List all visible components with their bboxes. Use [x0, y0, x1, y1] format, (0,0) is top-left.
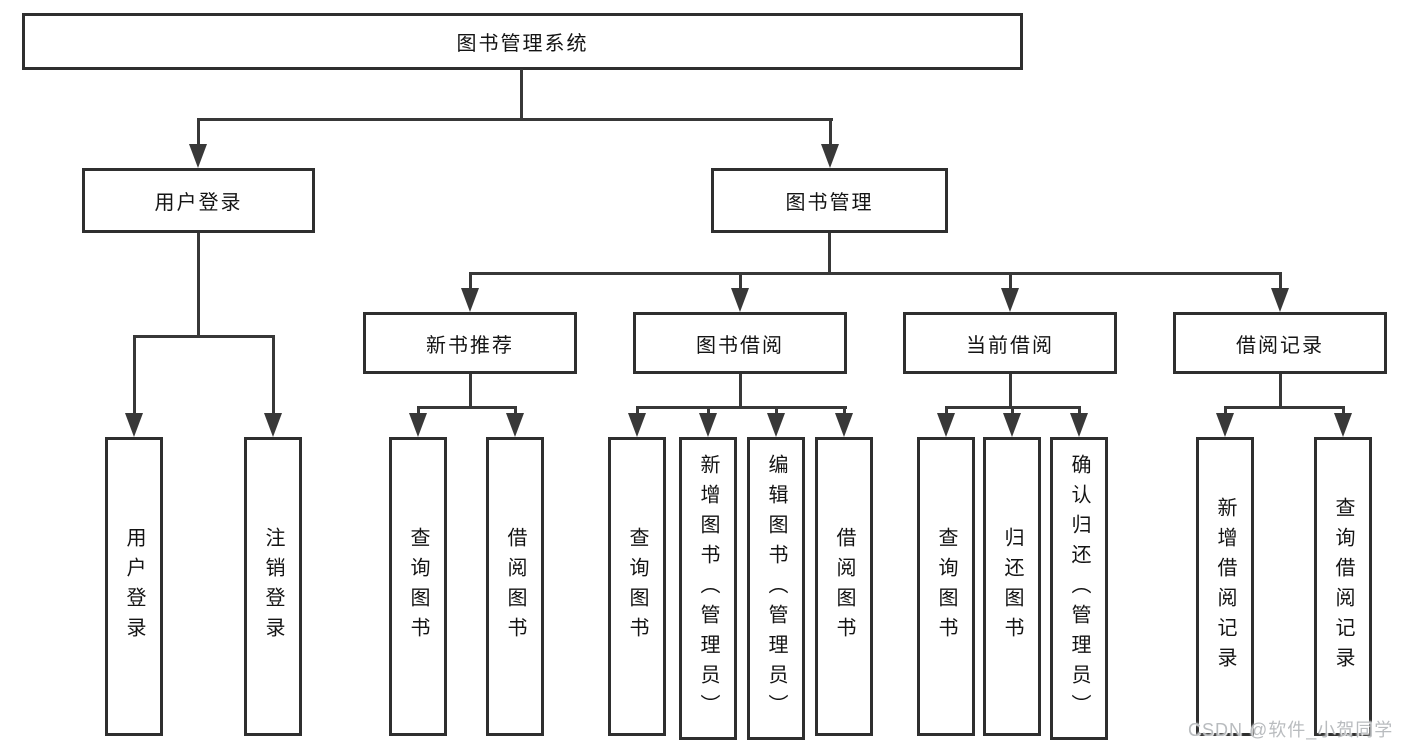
- watermark-text: CSDN @软件_小贺同学: [1188, 720, 1394, 740]
- node-user-login: 用户登录: [82, 168, 315, 233]
- leaf-query-books-borrow: 查询图书: [608, 437, 666, 736]
- arrow-to-leaf: [835, 413, 853, 437]
- arrow-to-leaf: [628, 413, 646, 437]
- arrow-to-leaf: [506, 413, 524, 437]
- connector-drop: [417, 406, 420, 413]
- leaf-user-login: 用户登录: [105, 437, 163, 736]
- connector-drop: [775, 406, 778, 413]
- node-new-book-recommend: 新书推荐: [363, 312, 577, 374]
- node-current-borrow: 当前借阅: [903, 312, 1117, 374]
- leaf-add-borrow-record: 新增借阅记录: [1196, 437, 1254, 736]
- leaf-add-book-admin: 新增图书（管理员）: [679, 437, 737, 740]
- connector-drop-current: [1009, 272, 1012, 288]
- arrow-to-leaf: [1334, 413, 1352, 437]
- connector-drop-borrow: [739, 272, 742, 288]
- arrow-to-user-login: [189, 144, 207, 168]
- connector-drop: [636, 406, 639, 413]
- connector-borrow-rail: [636, 406, 847, 409]
- connector-drop: [843, 406, 846, 413]
- connector-drop: [1224, 406, 1227, 413]
- node-book-management: 图书管理: [711, 168, 948, 233]
- arrow-to-current: [1001, 288, 1019, 312]
- leaf-confirm-return-admin: 确认归还（管理员）: [1050, 437, 1108, 740]
- connector-recommend-rail: [417, 406, 517, 409]
- leaf-borrow-books: 借阅图书: [815, 437, 873, 736]
- connector-drop-book-mgmt: [829, 118, 832, 144]
- arrow-to-leaf: [937, 413, 955, 437]
- arrow-to-leaf-logout: [264, 413, 282, 437]
- connector-drop-recommend: [469, 272, 472, 288]
- leaf-query-borrow-record: 查询借阅记录: [1314, 437, 1372, 736]
- connector-drop-records: [1279, 272, 1282, 288]
- arrow-to-recommend: [461, 288, 479, 312]
- node-library-system: 图书管理系统: [22, 13, 1023, 70]
- connector-drop: [514, 406, 517, 413]
- arrow-to-leaf: [1003, 413, 1021, 437]
- connector-drop-leaf-logout: [272, 335, 275, 413]
- connector-drop: [707, 406, 710, 413]
- connector-drop-user-login: [197, 118, 200, 144]
- connector-drop-leaf-login: [133, 335, 136, 413]
- connector-user-login-stem: [197, 233, 200, 335]
- connector-drop: [1078, 406, 1081, 413]
- connector-drop: [1342, 406, 1345, 413]
- connector-root-stem: [520, 69, 523, 118]
- arrow-to-borrow: [731, 288, 749, 312]
- connector-records-stem: [1279, 374, 1282, 406]
- arrow-to-leaf: [1216, 413, 1234, 437]
- connector-borrow-stem: [739, 374, 742, 406]
- leaf-return-book: 归还图书: [983, 437, 1041, 736]
- leaf-logout: 注销登录: [244, 437, 302, 736]
- connector-user-login-rail: [133, 335, 275, 338]
- arrow-to-leaf: [767, 413, 785, 437]
- connector-book-mgmt-stem: [828, 233, 831, 272]
- connector-drop: [945, 406, 948, 413]
- connector-recommend-stem: [469, 374, 472, 406]
- node-book-borrow: 图书借阅: [633, 312, 847, 374]
- leaf-query-books-recommend: 查询图书: [389, 437, 447, 736]
- leaf-edit-book-admin: 编辑图书（管理员）: [747, 437, 805, 740]
- connector-current-stem: [1009, 374, 1012, 406]
- arrow-to-records: [1271, 288, 1289, 312]
- arrow-to-leaf: [409, 413, 427, 437]
- arrow-to-leaf: [699, 413, 717, 437]
- leaf-borrow-books-recommend: 借阅图书: [486, 437, 544, 736]
- connector-root-rail: [197, 118, 833, 121]
- arrow-to-leaf-login: [125, 413, 143, 437]
- connector-drop: [1011, 406, 1014, 413]
- arrow-to-leaf: [1070, 413, 1088, 437]
- leaf-query-books-current: 查询图书: [917, 437, 975, 736]
- connector-book-mgmt-rail: [469, 272, 1282, 275]
- connector-records-rail: [1224, 406, 1344, 409]
- node-borrow-records: 借阅记录: [1173, 312, 1387, 374]
- arrow-to-book-mgmt: [821, 144, 839, 168]
